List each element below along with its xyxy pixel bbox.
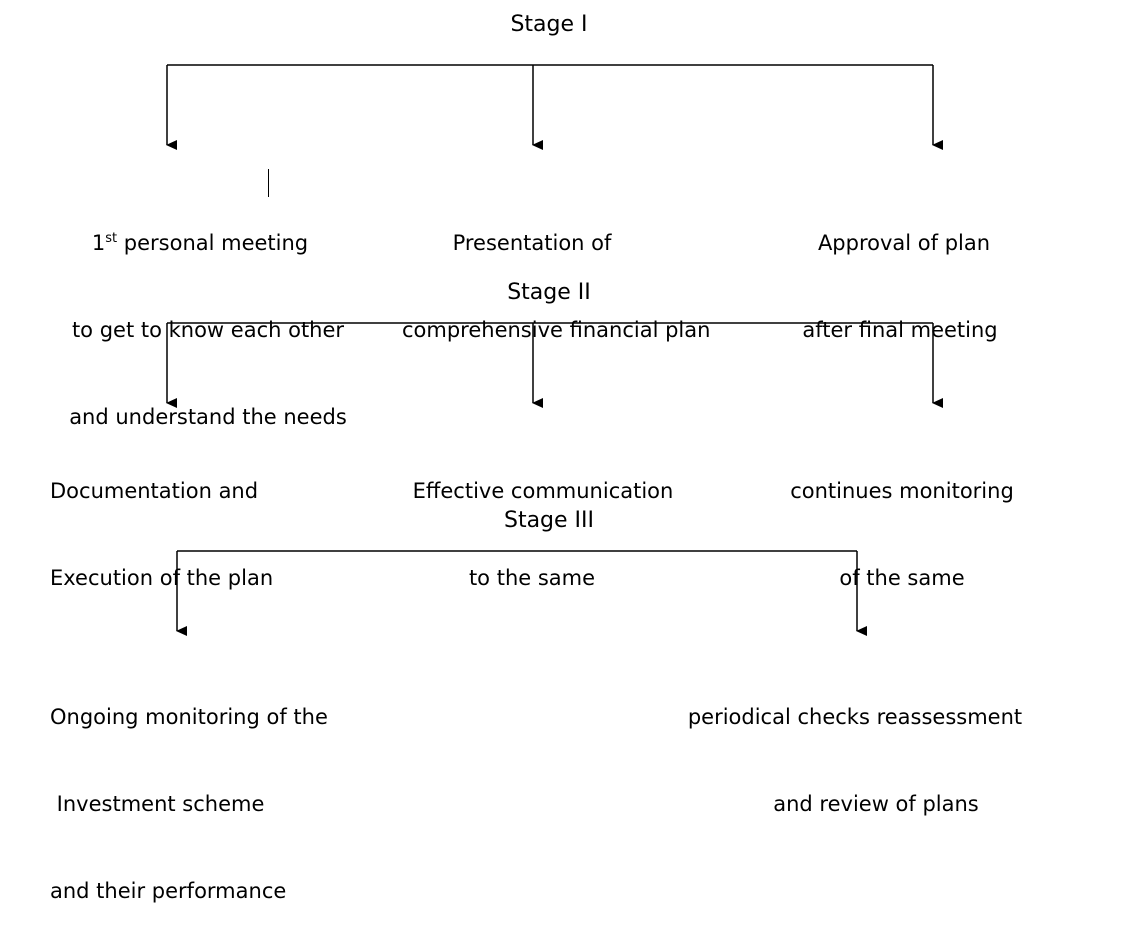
stage-1-item-3-line-1: Approval of plan: [817, 231, 991, 255]
item-text: personal meeting: [117, 231, 309, 255]
stage-2-title: Stage II: [507, 280, 591, 305]
stage-1-item-1-line-1: 1st personal meeting: [32, 229, 368, 258]
stage-3-title: Stage III: [503, 508, 595, 533]
stage-2-item-2-line-1: Effective communication: [412, 479, 674, 503]
stage-2-item-1-line-1: Documentation and: [50, 479, 259, 503]
stage-2-connector: [166, 322, 943, 408]
stage-3-item-2-line-1: periodical checks reassessment: [687, 705, 1023, 729]
stage-1-item-1-line-2: to get to know each other: [71, 318, 345, 342]
stage-1-title: Stage I: [510, 12, 588, 37]
stage-3-item-1: Ongoing monitoring of the Investment sch…: [50, 645, 390, 935]
ordinal-number: 1: [91, 231, 106, 255]
stage-2-item-3-line-2: of the same: [839, 566, 965, 590]
stage-3-item-2-line-2: and review of plans: [773, 792, 979, 816]
stage-2-item-3-line-1: continues monitoring: [790, 479, 1014, 503]
flow-diagram: [166, 64, 943, 636]
stage-2-item-3: continues monitoring of the same: [762, 419, 1042, 622]
stage-3-item-1-line-1: Ongoing monitoring of the: [50, 705, 328, 729]
stage-1-item-1-line-3: and understand the needs: [69, 405, 347, 429]
stage-3-item-1-line-3: and their performance: [50, 879, 287, 903]
stage-1-item-3: Approval of plan after final meeting: [770, 171, 1030, 374]
stage-1-item-2: Presentation of comprehensive financial …: [374, 171, 711, 374]
stage-1-connector: [166, 64, 943, 150]
stage-2-item-2-line-2: to the same: [468, 566, 596, 590]
stage-3-connector: [176, 550, 867, 636]
ordinal-suffix: st: [105, 231, 118, 246]
stage-1-item-2-line-1: Presentation of: [452, 231, 612, 255]
stage-2-item-1-line-2: Execution of the plan: [50, 566, 274, 590]
stage-2-item-1: Documentation and Execution of the plan: [50, 419, 350, 622]
stage-2-item-2: Effective communication to the same: [388, 419, 698, 622]
stage-3-item-1-line-2: Investment scheme: [50, 792, 265, 816]
stage-1-item-2-line-2: comprehensive financial plan: [402, 318, 711, 342]
stage-1-item-1: 1st personal meeting to get to know each…: [48, 171, 368, 461]
text-cursor: [268, 169, 269, 197]
stage-3-item-2: periodical checks reassessment and revie…: [660, 645, 1050, 848]
stage-1-item-3-line-2: after final meeting: [802, 318, 998, 342]
